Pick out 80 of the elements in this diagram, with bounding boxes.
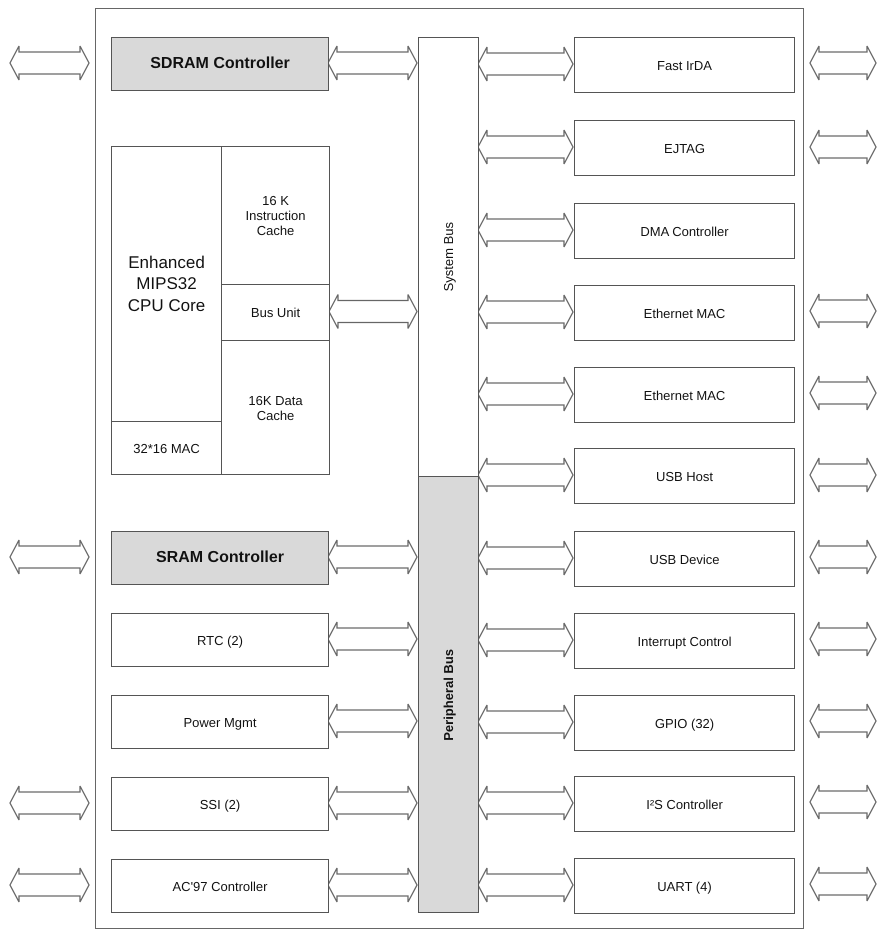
module-label: DMA Controller (640, 224, 729, 238)
double-arrow (477, 622, 574, 658)
module-label: Ethernet MAC (644, 306, 726, 320)
double-arrow (328, 294, 418, 330)
double-arrow (327, 703, 418, 739)
double-arrow (477, 785, 574, 821)
double-arrow (9, 785, 90, 821)
module-label: 32*16 MAC (133, 440, 200, 456)
double-arrow (809, 457, 877, 493)
double-arrow (327, 45, 418, 81)
double-arrow (327, 539, 418, 575)
double-arrow (809, 784, 877, 820)
module-label: Enhanced MIPS32 CPU Core (126, 252, 206, 316)
double-arrow (809, 703, 877, 739)
module-label: SDRAM Controller (150, 55, 290, 73)
double-arrow (809, 293, 877, 329)
bus-label: Peripheral Bus (441, 648, 456, 740)
module-label: USB Host (656, 468, 714, 484)
bus-bar (418, 476, 479, 913)
module-box (574, 285, 795, 341)
module-label: SRAM Controller (156, 549, 284, 567)
double-arrow (477, 540, 574, 576)
double-arrow (477, 46, 574, 82)
double-arrow (809, 866, 877, 902)
double-arrow (477, 457, 574, 493)
double-arrow (477, 294, 574, 330)
module-label: I²S Controller (646, 796, 723, 812)
module-label: Power Mgmt (184, 714, 256, 730)
module-label: RTC (2) (197, 632, 243, 648)
module-label: Bus Unit (250, 305, 300, 320)
module-label: 16K Data Cache (247, 392, 304, 422)
double-arrow (477, 376, 574, 412)
module-box (111, 777, 329, 831)
module-box (574, 120, 795, 176)
module-box (111, 421, 222, 475)
double-arrow (809, 539, 877, 575)
module-label: USB Device (649, 552, 720, 566)
double-arrow (327, 785, 418, 821)
double-arrow (327, 621, 418, 657)
module-box (221, 146, 330, 285)
module-box (574, 367, 795, 423)
module-label: Fast IrDA (657, 58, 712, 72)
module-box (574, 37, 795, 93)
module-box (574, 858, 795, 914)
double-arrow (809, 129, 877, 165)
module-box (111, 37, 329, 91)
module-box (574, 203, 795, 259)
double-arrow (477, 704, 574, 740)
double-arrow (327, 867, 418, 903)
module-box (111, 531, 329, 585)
double-arrow (477, 212, 574, 248)
double-arrow (809, 45, 877, 81)
module-box (221, 340, 330, 475)
module-box (111, 146, 222, 422)
module-box (111, 613, 329, 667)
module-box (574, 531, 795, 587)
module-box (574, 613, 795, 669)
double-arrow (9, 867, 90, 903)
module-label: GPIO (32) (654, 716, 714, 730)
module-box (574, 776, 795, 832)
bus-label: System Bus (441, 222, 456, 292)
double-arrow (809, 621, 877, 657)
chip-outline (95, 8, 804, 929)
double-arrow (9, 539, 90, 575)
module-label: Ethernet MAC (644, 388, 726, 402)
double-arrow (9, 45, 90, 81)
double-arrow (477, 129, 574, 165)
module-label: UART (4) (657, 878, 712, 894)
double-arrow (809, 375, 877, 411)
module-label: Interrupt Control (638, 634, 732, 648)
module-box (574, 448, 795, 504)
module-label: SSI (2) (200, 796, 240, 812)
module-box (111, 859, 329, 913)
bus-bar (418, 37, 479, 477)
double-arrow (477, 867, 574, 903)
module-label: EJTAG (664, 140, 705, 156)
module-box (111, 695, 329, 749)
module-box (574, 695, 795, 751)
module-label: 16 K Instruction Cache (244, 193, 306, 238)
module-label: AC'97 Controller (172, 878, 268, 894)
